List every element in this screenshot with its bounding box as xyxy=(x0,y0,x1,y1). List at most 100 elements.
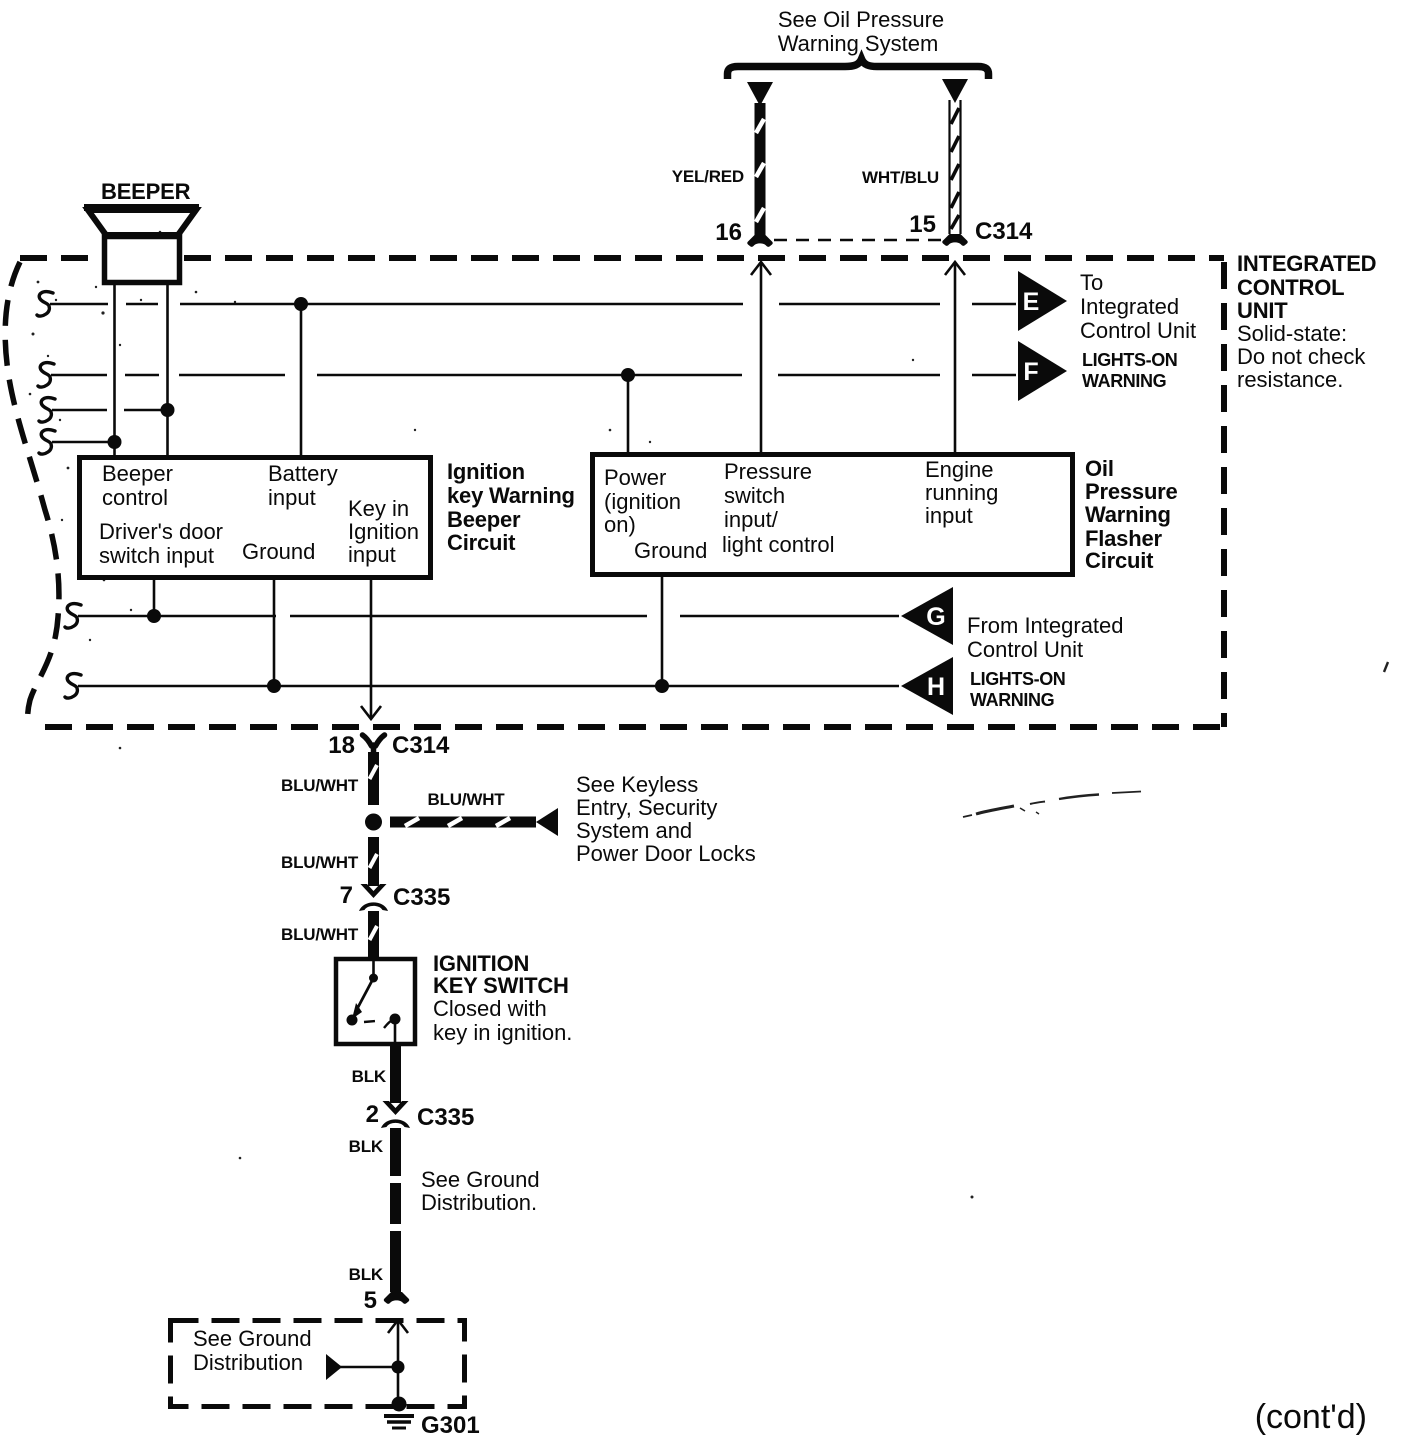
arrow-left-icon xyxy=(901,657,953,715)
wire-color-label: BLU/WHT xyxy=(428,790,506,809)
port-label: Ground xyxy=(634,538,707,563)
speck xyxy=(413,428,417,432)
port-label: Battery xyxy=(268,461,338,486)
wire-slash xyxy=(949,135,961,153)
pencil-scribble xyxy=(1058,793,1100,801)
from-icu-line2: Control Unit xyxy=(967,637,1083,662)
arrow-e: E xyxy=(1018,271,1067,331)
icu-name-line2: CONTROL xyxy=(1237,275,1344,300)
lights-on-warning-line1: LIGHTS-ON xyxy=(970,669,1065,689)
port-label: (ignition xyxy=(604,489,681,514)
speck xyxy=(118,343,122,347)
blu-wht-wire xyxy=(368,752,379,805)
port-label: Ignition xyxy=(348,519,419,544)
speck xyxy=(36,280,40,284)
circuit-box xyxy=(590,452,1075,577)
lights-on-warning-line1: LIGHTS-ON xyxy=(1082,350,1177,370)
connector-label: C335 xyxy=(393,884,450,911)
speck xyxy=(233,300,237,304)
see-keyless-line3: System and xyxy=(576,818,692,843)
wire-slash xyxy=(949,163,961,181)
arrow-down-icon xyxy=(747,82,773,106)
see-oil-pressure-line2: Warning System xyxy=(778,31,939,56)
junction-dot xyxy=(365,813,382,831)
switch-note-line2: key in ignition. xyxy=(433,1020,572,1045)
arrow-h: H xyxy=(901,657,953,715)
circuit-name-line1: Oil xyxy=(1085,456,1114,481)
arrow-letter: H xyxy=(927,673,945,701)
wire-slash xyxy=(754,161,766,179)
fork-arm xyxy=(359,732,375,749)
yel-red-wire xyxy=(747,82,773,247)
arrow-left-icon xyxy=(536,808,558,836)
wire-slash xyxy=(949,214,961,230)
beeper-label: BEEPER xyxy=(101,179,191,204)
speck xyxy=(911,358,915,362)
bus-line-4 xyxy=(52,435,122,449)
port-label: Beeper xyxy=(102,461,173,486)
pencil-scribble xyxy=(1035,811,1040,815)
speck xyxy=(46,354,50,358)
port-label: on) xyxy=(604,512,636,537)
scan-noise xyxy=(28,230,1390,1199)
connector-label: C314 xyxy=(392,732,450,759)
pin-number: 15 xyxy=(909,211,936,238)
arrow-letter: F xyxy=(1023,358,1038,386)
arrow-down-icon xyxy=(359,705,383,722)
wht-blu-wire xyxy=(942,79,968,246)
bus-line-6 xyxy=(78,679,899,693)
port-label: Engine xyxy=(925,457,994,482)
ground-box-line1: See Ground xyxy=(193,1326,312,1351)
connector-male-icon xyxy=(360,884,387,898)
port-label: Driver's door xyxy=(99,519,223,544)
see-ground-line2: Distribution. xyxy=(421,1190,537,1215)
circuit-name-line2: key Warning xyxy=(447,483,575,508)
switch-blade xyxy=(354,977,375,1012)
speck xyxy=(54,298,58,302)
circuit-name-line5: Circuit xyxy=(1085,548,1154,573)
port-label: Pressure xyxy=(724,459,812,484)
port-label: switch input xyxy=(99,543,214,568)
circuit-box xyxy=(77,455,433,580)
wire-color-label: YEL/RED xyxy=(672,167,744,186)
connector-2-c335: 2 C335 xyxy=(366,1101,474,1131)
connector-male-icon xyxy=(382,1101,409,1115)
connector-label: C335 xyxy=(417,1104,474,1131)
switch-blade-arrow-icon xyxy=(352,1003,362,1019)
blk-wire xyxy=(390,1044,401,1103)
arrow-left-icon xyxy=(901,587,953,645)
wire-slash xyxy=(754,117,766,135)
port-label: input/ xyxy=(724,507,779,532)
speck xyxy=(118,746,122,750)
speck xyxy=(88,638,92,642)
port-label: Power xyxy=(604,465,666,490)
see-keyless-line1: See Keyless xyxy=(576,772,698,797)
speck xyxy=(238,1156,242,1160)
oil-pressure-warning-flasher-circuit-box: Power (ignition on) Ground Pressure swit… xyxy=(590,452,1178,577)
speck xyxy=(101,311,105,315)
blk-wire-segment xyxy=(390,1231,401,1292)
connector-7-c335: 7 C335 BLU/WHT xyxy=(281,882,450,957)
bus-line-5 xyxy=(78,609,899,623)
wire-slash xyxy=(367,764,379,780)
arrow-letter: G xyxy=(926,603,945,631)
pencil-scribble xyxy=(975,804,1015,816)
wire-slash xyxy=(754,206,766,224)
speck xyxy=(60,518,64,522)
speck xyxy=(961,453,965,457)
wire-color-label: WHT/BLU xyxy=(862,168,939,187)
wire-color-label: BLU/WHT xyxy=(281,853,359,872)
switch-box xyxy=(333,956,418,1047)
brace-icon xyxy=(723,49,993,79)
circuit-name-line4: Flasher xyxy=(1085,526,1162,551)
ground-symbol-icon xyxy=(384,1396,414,1430)
ground-distribution-box: See Ground Distribution G301 xyxy=(168,1318,480,1436)
ignition-key-switch: IGNITION KEY SWITCH Closed with key in i… xyxy=(333,951,572,1047)
arrow-right-icon xyxy=(1018,271,1067,331)
icu-note-line2: Do not check xyxy=(1237,344,1366,369)
port-label: Ground xyxy=(242,539,315,564)
switch-name-line1: IGNITION xyxy=(433,951,529,976)
ground-box-line2: Distribution xyxy=(193,1350,303,1375)
port-label: running xyxy=(925,480,998,505)
